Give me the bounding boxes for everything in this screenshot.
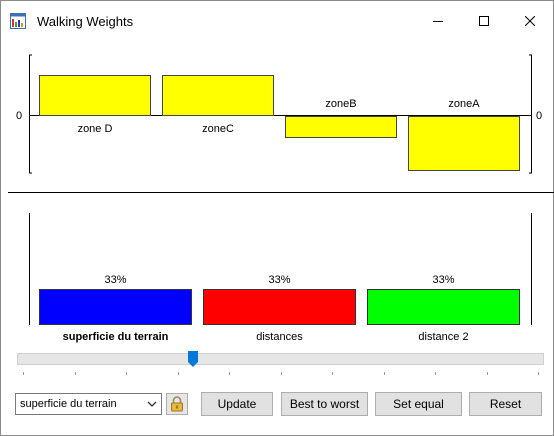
zone-bar-label: zone D [77,122,113,135]
slider-tick [384,372,385,375]
title-bar[interactable]: Walking Weights [1,1,553,41]
weight-bar-label: superficie du terrain [62,331,169,343]
weight-percent-label: 33% [432,273,455,286]
zone-bar [285,115,397,139]
weight-percent-label: 33% [104,273,127,286]
weight-chart-panel: 33% superficie du terrain 33% distances 33% d… [1,193,553,348]
weight-bar[interactable] [367,288,520,325]
close-icon [525,16,535,26]
zone-bar [408,115,520,171]
slider-tick [229,372,230,375]
weight-bar[interactable] [203,288,356,325]
weight-slider-thumb[interactable] [188,351,198,367]
slider-tick [23,372,24,375]
slider-tick [75,372,76,375]
weight-chart-frame [29,213,532,325]
update-button[interactable]: Update [201,392,273,416]
slider-tick [178,372,179,375]
zone-bar-label: zoneB [325,97,357,110]
criterion-select-value: superficie du terrain [20,398,117,410]
weight-bar-label: distances [256,331,303,343]
weight-slider-track[interactable] [17,353,544,365]
weight-bar-label: distance 2 [418,331,469,343]
best-to-worst-button[interactable]: Best to worst [281,392,368,416]
maximize-button[interactable] [461,1,507,41]
slider-tick [487,372,488,375]
weight-bar[interactable] [39,288,192,325]
zone-bar-label: zoneA [448,97,480,110]
zero-label-left: 0 [15,110,23,122]
panel-divider [8,192,554,193]
minimize-button[interactable] [415,1,461,41]
slider-tick [332,372,333,375]
window-title: Walking Weights [37,14,134,29]
zero-label-right: 0 [535,110,543,122]
zone-bar-label: zoneC [202,122,234,135]
zone-bar [162,74,274,116]
slider-tick [281,372,282,375]
set-equal-button[interactable]: Set equal [375,392,462,416]
zone-chart-panel: 0 0 zone D zoneC zoneB zoneA [1,41,553,191]
zone-bar [39,74,151,116]
reset-button[interactable]: Reset [469,392,542,416]
lock-button[interactable] [166,393,188,415]
minimize-icon [433,21,443,22]
chevron-down-icon [147,401,157,407]
maximize-icon [479,16,489,26]
criterion-select[interactable]: superficie du terrain [15,393,162,415]
slider-tick [126,372,127,375]
slider-tick [435,372,436,375]
slider-tick [538,372,539,375]
lock-icon [171,396,183,412]
app-icon [10,13,26,29]
weight-percent-label: 33% [268,273,291,286]
close-button[interactable] [507,1,553,41]
